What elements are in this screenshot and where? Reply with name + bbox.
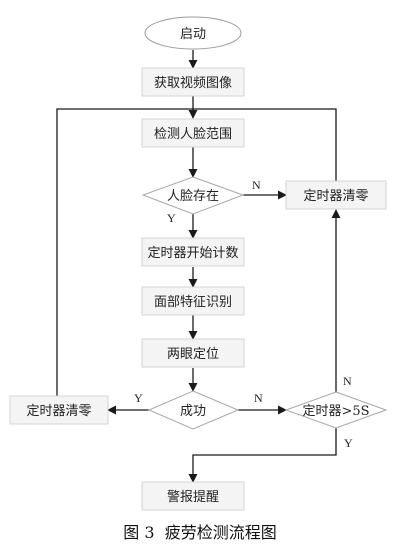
timer-reset-right-box	[285, 180, 387, 210]
edge-label-timer-no: N	[343, 374, 352, 388]
alarm-label: 警报提醒	[167, 489, 219, 505]
facial-feature-label: 面部特征识别	[154, 295, 232, 310]
edge-left-reset-loop-back	[56, 108, 193, 396]
timer-check-decision	[284, 391, 388, 429]
start-label: 启动	[180, 27, 206, 42]
timer-start-label: 定时器开始计数	[147, 246, 238, 261]
timer-start-box	[141, 237, 245, 267]
edge-label-timer-yes: Y	[344, 436, 353, 450]
success-decision	[147, 390, 240, 430]
face-exists-label: 人脸存在	[167, 189, 219, 204]
start-terminal	[144, 16, 242, 50]
timer-reset-left-label: 定时器清零	[26, 404, 91, 419]
timer-check-label: 定时器>5S	[302, 404, 369, 419]
edge-label-face-no: N	[252, 178, 261, 192]
edge-label-face-yes: Y	[167, 211, 176, 225]
eye-location-box	[141, 338, 245, 368]
detect-face-region-label: 检测人脸范围	[154, 127, 232, 142]
facial-feature-box	[141, 286, 245, 316]
timer-reset-right-label: 定时器清零	[303, 189, 368, 204]
edge-label-success-no: N	[254, 391, 263, 405]
edge-timer-check-yes-to-alarm	[188, 428, 337, 483]
edge-reset-loop-back	[193, 108, 337, 181]
acquire-video-label: 获取视频图像	[154, 76, 232, 91]
figure-caption: 图 3 疲劳检测流程图	[123, 523, 276, 542]
success-label: 成功	[180, 404, 206, 419]
edge-label-success-yes: Y	[134, 391, 143, 405]
timer-reset-left-box	[9, 395, 109, 425]
detect-face-region-box	[141, 118, 245, 148]
acquire-video-box	[141, 67, 245, 97]
face-exists-decision	[141, 176, 245, 215]
eye-location-label: 两眼定位	[167, 347, 219, 362]
alarm-box	[141, 481, 245, 511]
